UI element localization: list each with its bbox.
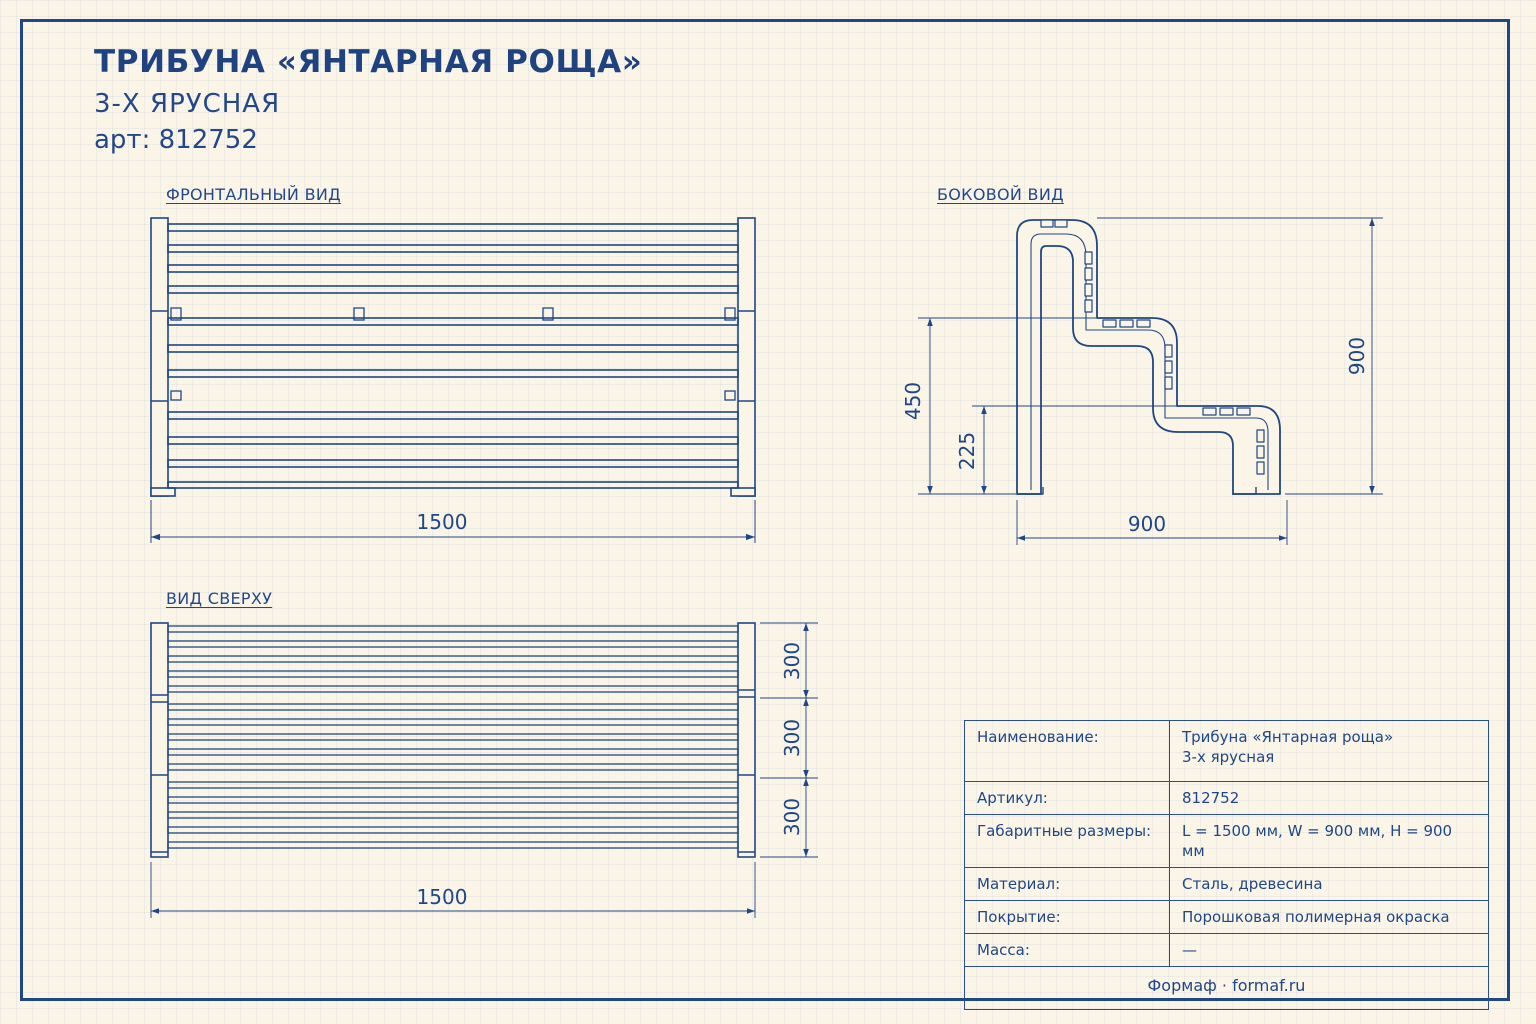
spec-key: Наименование: bbox=[964, 720, 1170, 782]
side-slats bbox=[1040, 219, 1265, 475]
top-view bbox=[150, 622, 756, 858]
front-right-foot bbox=[730, 487, 756, 497]
side-tier1-height-value: 225 bbox=[955, 432, 979, 470]
side-tier2-height-value: 450 bbox=[901, 382, 925, 420]
article-number: арт: 812752 bbox=[94, 125, 258, 155]
side-view bbox=[1016, 219, 1281, 495]
spec-footer: Формаф · formaf.ru bbox=[964, 966, 1489, 1010]
top-section-1-value: 300 bbox=[780, 642, 804, 680]
spec-key: Масса: bbox=[964, 933, 1170, 967]
spec-key: Габаритные размеры: bbox=[964, 814, 1170, 868]
spec-value: L = 1500 мм, W = 900 мм, H = 900 мм bbox=[1169, 814, 1489, 868]
top-section-3-value: 300 bbox=[780, 798, 804, 836]
sheet-frame bbox=[20, 19, 1510, 1001]
spec-row-article: Артикул: 812752 bbox=[964, 781, 1489, 815]
top-view-label: ВИД СВЕРХУ bbox=[166, 589, 273, 608]
spec-value: Сталь, древесина bbox=[1169, 867, 1489, 901]
top-slats bbox=[167, 625, 739, 849]
front-left-foot bbox=[150, 487, 176, 497]
spec-key: Материал: bbox=[964, 867, 1170, 901]
spec-row-dimensions: Габаритные размеры: L = 1500 мм, W = 900… bbox=[964, 814, 1489, 868]
spec-row-coating: Покрытие: Порошковая полимерная окраска bbox=[964, 900, 1489, 934]
front-slats bbox=[167, 223, 739, 489]
spec-table: Наименование: Трибуна «Янтарная роща» 3-… bbox=[964, 720, 1489, 1010]
top-right-rail bbox=[737, 622, 756, 858]
side-frame-outer bbox=[1016, 219, 1281, 495]
spec-row-mass: Масса: — bbox=[964, 933, 1489, 967]
front-right-post bbox=[737, 217, 756, 497]
spec-value: 812752 bbox=[1169, 781, 1489, 815]
spec-footer-row: Формаф · formaf.ru bbox=[964, 966, 1489, 1010]
spec-key: Покрытие: bbox=[964, 900, 1170, 934]
spec-row-name: Наименование: Трибуна «Янтарная роща» 3-… bbox=[964, 720, 1489, 782]
spec-value: — bbox=[1169, 933, 1489, 967]
spec-value-line: Трибуна «Янтарная роща» bbox=[1182, 728, 1394, 746]
spec-value: Трибуна «Янтарная роща» 3-х ярусная bbox=[1169, 720, 1489, 782]
side-total-height-value: 900 bbox=[1345, 337, 1369, 375]
side-depth-value: 900 bbox=[1128, 512, 1166, 536]
spec-row-material: Материал: Сталь, древесина bbox=[964, 867, 1489, 901]
top-width-value: 1500 bbox=[417, 885, 468, 909]
page-title: ТРИБУНА «ЯНТАРНАЯ РОЩА» bbox=[94, 44, 643, 80]
front-view bbox=[150, 217, 756, 497]
front-left-post bbox=[150, 217, 169, 497]
front-width-value: 1500 bbox=[417, 510, 468, 534]
top-section-2-value: 300 bbox=[780, 719, 804, 757]
top-left-rail bbox=[150, 622, 169, 858]
side-view-label: БОКОВОЙ ВИД bbox=[937, 185, 1064, 204]
front-width-dimension bbox=[150, 500, 756, 543]
spec-key: Артикул: bbox=[964, 781, 1170, 815]
front-view-label: ФРОНТАЛЬНЫЙ ВИД bbox=[166, 185, 341, 204]
side-dimensions bbox=[918, 217, 1383, 545]
page-subtitle: 3-Х ЯРУСНАЯ bbox=[94, 89, 281, 119]
top-dimensions bbox=[150, 622, 818, 918]
front-brackets bbox=[170, 307, 736, 401]
spec-value: Порошковая полимерная окраска bbox=[1169, 900, 1489, 934]
spec-value-line: 3-х ярусная bbox=[1182, 748, 1275, 766]
